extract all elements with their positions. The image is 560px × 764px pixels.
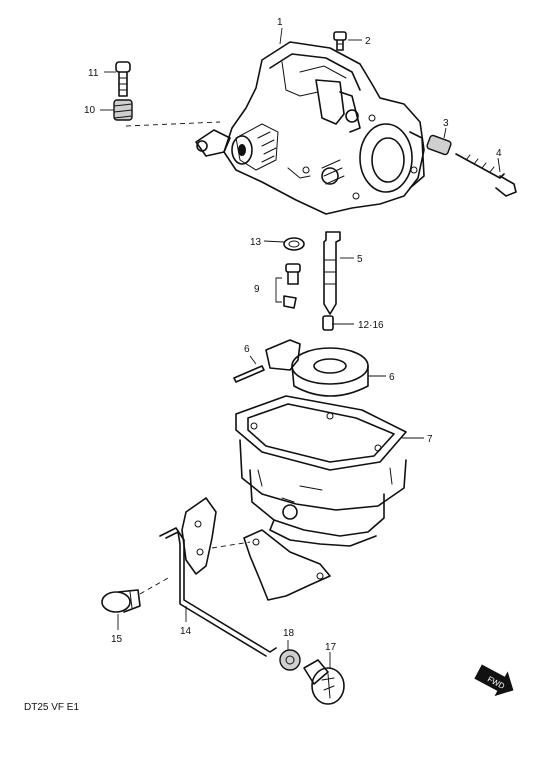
callout-11: 11 <box>88 68 99 79</box>
callout-9: 9 <box>254 284 260 295</box>
float-pin-part-6[interactable] <box>233 365 265 383</box>
callout-10: 10 <box>84 105 96 116</box>
needle-screw-part-4[interactable] <box>455 153 517 197</box>
callout-14: 14 <box>180 626 192 637</box>
callout-12-16: 12·16 <box>358 320 384 331</box>
callout-1: 1 <box>277 17 283 28</box>
gasket-part-18[interactable] <box>279 649 301 671</box>
drain-screw-part-15[interactable] <box>101 589 141 613</box>
assembly-line-10 <box>125 121 221 127</box>
pilot-jet-part-12-16[interactable] <box>322 315 334 331</box>
callout-17: 17 <box>325 642 337 653</box>
screw-part-2[interactable] <box>333 31 347 51</box>
drain-plug-part-17[interactable] <box>303 659 345 705</box>
diagram-code: DT25 VF E1 <box>24 702 79 713</box>
callout-4: 4 <box>496 148 502 159</box>
callout-2: 2 <box>365 36 371 47</box>
callout-15: 15 <box>111 634 123 645</box>
fwd-arrow-icon: FWD <box>474 664 514 697</box>
callout-7: 7 <box>427 434 433 445</box>
bracket-plate[interactable] <box>243 529 331 601</box>
gasket-part-7[interactable] <box>235 395 407 471</box>
callout-13: 13 <box>250 237 262 248</box>
assembly-line-15 <box>139 577 169 595</box>
plug-part-9[interactable] <box>283 263 301 309</box>
bracket-part-9 <box>275 277 282 303</box>
carburetor-body[interactable] <box>195 41 425 215</box>
callout-6-pin: 6 <box>244 344 250 355</box>
screw-part-11[interactable] <box>115 61 131 97</box>
float-chamber[interactable] <box>239 439 407 547</box>
float-part-6[interactable] <box>265 339 369 397</box>
drain-tube-part-14[interactable] <box>159 497 277 657</box>
callout-3: 3 <box>443 118 449 129</box>
spring-part-10[interactable] <box>113 99 133 121</box>
washer-part-13[interactable] <box>283 237 305 251</box>
spring-part-3[interactable] <box>426 134 452 156</box>
assembly-line-bracket <box>211 541 251 549</box>
main-jet-part-5[interactable] <box>323 231 341 315</box>
callout-18: 18 <box>283 628 295 639</box>
callout-6-float: 6 <box>389 372 395 383</box>
callout-5: 5 <box>357 254 363 265</box>
